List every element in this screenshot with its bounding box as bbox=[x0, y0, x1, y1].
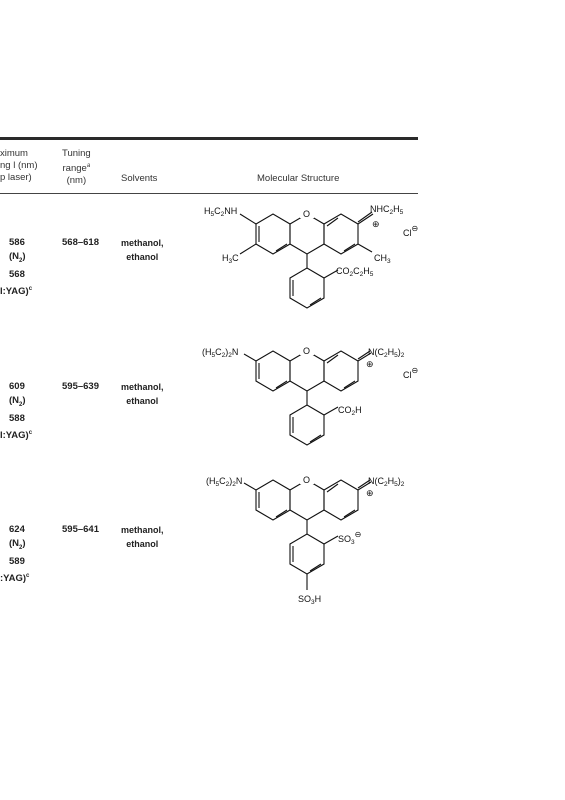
oxygen-label: O bbox=[303, 209, 310, 219]
header-maximum-column: ximum ng l (nm) p laser) bbox=[0, 148, 37, 184]
row2-solvent-1: methanol, bbox=[121, 382, 164, 392]
header-solvents: Solvents bbox=[121, 173, 158, 184]
row3-tuning-range: 595–641 bbox=[62, 524, 99, 535]
header-tuning-line1: Tuning bbox=[62, 148, 91, 159]
row1-maximum-cell: 586 (N2) 568 l:YAG)c bbox=[0, 236, 32, 299]
row3-max-value-2: 589 bbox=[9, 555, 25, 567]
row1-solvents: methanol, ethanol bbox=[121, 236, 164, 264]
table-top-rule bbox=[0, 137, 418, 140]
row2-solvents: methanol, ethanol bbox=[121, 380, 164, 408]
table-header-rule bbox=[0, 193, 418, 194]
row3-max-value-1: 624 bbox=[9, 524, 25, 535]
row1-max-value-2: 568 bbox=[9, 268, 25, 280]
oxygen-label: O bbox=[303, 346, 310, 356]
row2-solvent-2: ethanol bbox=[126, 396, 159, 406]
structure3-right-amine: N(C2H5)2 bbox=[368, 476, 405, 488]
structure2-acid: CO2H bbox=[338, 405, 362, 417]
row3-solvent-2: ethanol bbox=[126, 539, 159, 549]
row2-max-pump-2: l:YAG)c bbox=[0, 429, 33, 442]
structure1-positive-charge: ⊕ bbox=[372, 219, 380, 229]
structure1-right-methyl: CH3 bbox=[374, 253, 391, 265]
header-max-line3: p laser) bbox=[0, 172, 32, 183]
row2-maximum-cell: 609 (N2) 588 l:YAG)c bbox=[0, 380, 32, 443]
row1-max-pump-1: (N2) bbox=[9, 251, 26, 264]
row2-max-pump-1: (N2) bbox=[9, 395, 26, 408]
structure2-left-amine: (H5C2)2N bbox=[202, 347, 238, 359]
row1-tuning-range: 568–618 bbox=[62, 237, 99, 248]
structure-rhodamine-6g: O H5C2NH NHC2H5 ⊕ Cl⊖ H3C CH3 CO2C2H5 bbox=[204, 204, 418, 309]
header-tuning-line2: rangea bbox=[62, 163, 91, 175]
structure1-left-amine: H5C2NH bbox=[204, 206, 237, 218]
structure1-counter-ion: Cl⊖ bbox=[403, 224, 418, 238]
structure2-right-amine: N(C2H5)2 bbox=[368, 347, 405, 359]
row3-solvents: methanol, ethanol bbox=[121, 523, 164, 551]
row3-max-pump-1: (N2) bbox=[9, 538, 26, 551]
row1-solvent-2: ethanol bbox=[126, 252, 159, 262]
structure3-positive-charge: ⊕ bbox=[366, 488, 374, 498]
row1-max-pump-2: l:YAG)c bbox=[0, 285, 33, 298]
header-max-line1: ximum bbox=[0, 148, 28, 159]
row1-max-value-1: 586 bbox=[9, 237, 25, 248]
row3-solvent-1: methanol, bbox=[121, 525, 164, 535]
row2-max-value-1: 609 bbox=[9, 381, 25, 392]
structure-sulforhodamine-b: O (H5C2)2N N(C2H5)2 ⊕ SO3⊖ SO3H bbox=[206, 474, 405, 606]
row1-solvent-1: methanol, bbox=[121, 238, 164, 248]
structure3-sulfonate: SO3⊖ bbox=[338, 530, 361, 546]
structure2-counter-ion: Cl⊖ bbox=[403, 366, 418, 380]
row2-tuning-range: 595–639 bbox=[62, 381, 99, 392]
row2-max-value-2: 588 bbox=[9, 412, 25, 424]
structure3-left-amine: (H5C2)2N bbox=[206, 476, 242, 488]
structure1-left-methyl: H3C bbox=[222, 253, 239, 265]
oxygen-label: O bbox=[303, 475, 310, 485]
header-molecular-structure: Molecular Structure bbox=[257, 173, 340, 184]
structure2-positive-charge: ⊕ bbox=[366, 359, 374, 369]
row3-max-pump-2: :YAG)c bbox=[0, 572, 30, 585]
header-tuning-line3: (nm) bbox=[66, 175, 87, 187]
structure-rhodamine-b: O (H5C2)2N N(C2H5)2 ⊕ Cl⊖ CO2H bbox=[202, 345, 418, 446]
header-tuning-column: Tuning rangea (nm) bbox=[62, 148, 91, 187]
structure1-right-amine: NHC2H5 bbox=[370, 204, 404, 216]
header-max-line2: ng l (nm) bbox=[0, 160, 38, 171]
structure1-ester: CO2C2H5 bbox=[336, 266, 374, 278]
row3-maximum-cell: 624 (N2) 589 :YAG)c bbox=[0, 523, 29, 586]
structure3-sulfonic-acid: SO3H bbox=[298, 594, 321, 606]
